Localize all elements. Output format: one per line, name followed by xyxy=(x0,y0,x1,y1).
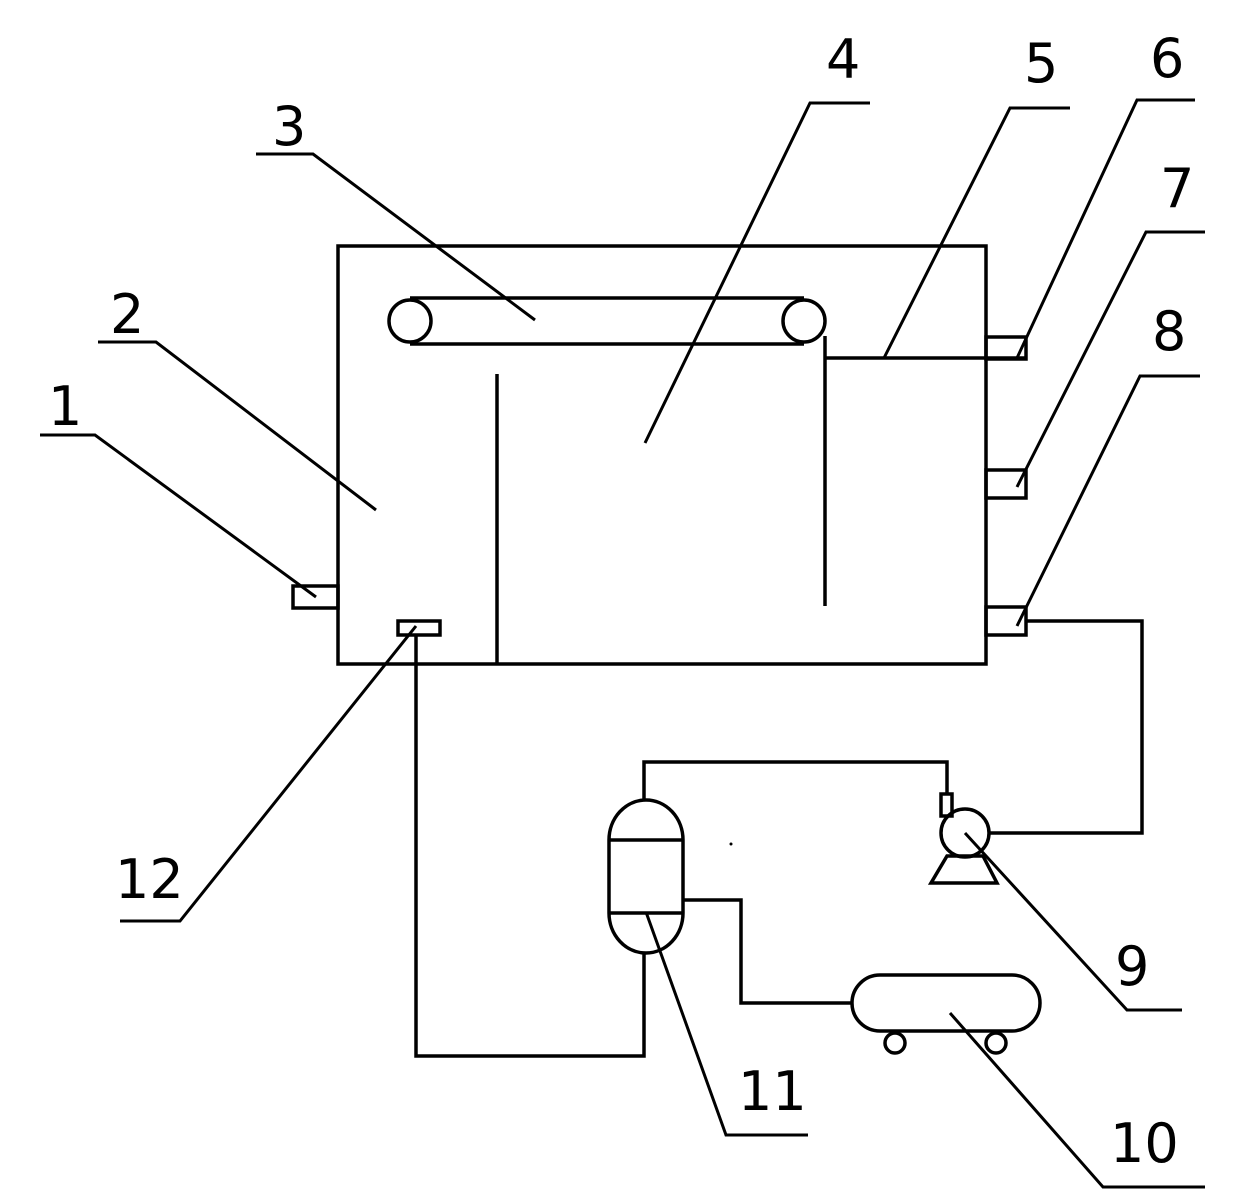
label-5: 5 xyxy=(1024,32,1058,95)
conveyor-belt xyxy=(387,296,827,346)
pipe-separator-to-aerator xyxy=(414,635,646,1058)
conveyor-roller-left xyxy=(387,298,433,344)
inlet-port-1 xyxy=(291,584,340,610)
pipe-8-to-pump xyxy=(990,619,1144,835)
label-10: 10 xyxy=(1110,1112,1179,1175)
port-7 xyxy=(984,468,1028,500)
stray-dot xyxy=(729,842,733,846)
port-6 xyxy=(984,335,1028,361)
label-12: 12 xyxy=(115,848,184,911)
label-1: 1 xyxy=(48,375,82,438)
label-8: 8 xyxy=(1152,300,1186,363)
label-3: 3 xyxy=(272,95,306,158)
label-9: 9 xyxy=(1115,935,1149,998)
pump-9 xyxy=(927,792,1000,885)
leader-lines xyxy=(40,98,1205,1189)
pipe-pump-to-separator xyxy=(642,760,949,801)
aerator-12 xyxy=(396,619,442,637)
label-4: 4 xyxy=(826,28,860,91)
air-compressor-10 xyxy=(850,973,1042,1055)
separator-tank-11 xyxy=(607,798,685,955)
label-7: 7 xyxy=(1160,157,1194,220)
pipe-separator-to-compressor xyxy=(683,898,852,1005)
main-tank xyxy=(336,244,988,666)
label-11: 11 xyxy=(738,1060,807,1123)
label-2: 2 xyxy=(110,283,144,346)
conveyor-roller-right xyxy=(781,298,827,344)
label-6: 6 xyxy=(1150,27,1184,90)
